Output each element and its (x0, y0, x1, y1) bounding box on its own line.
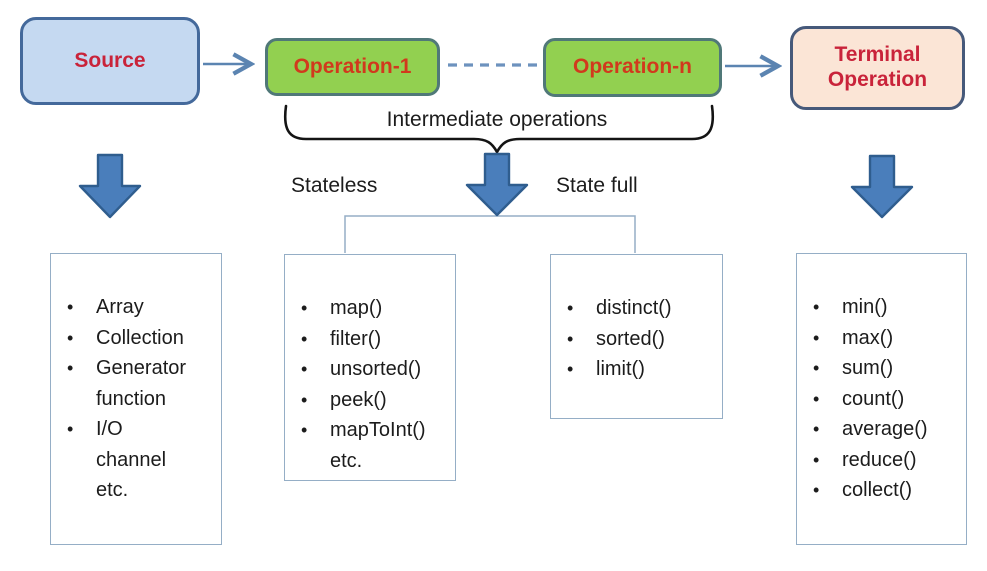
list-item: etc. (63, 475, 217, 506)
stateful-items-box: • distinct() • sorted() • limit() (550, 254, 723, 419)
terminal-operation-box: Terminal Operation (790, 26, 965, 110)
terminal-operation-box-label: Terminal Operation (827, 43, 928, 91)
list-item: • sum() (809, 353, 962, 384)
terminal-items-box: • min() • max() • sum() • count() • average() • red… (796, 253, 967, 545)
bullet-icon: • (301, 359, 308, 379)
operation-1-box: Operation-1 (265, 38, 440, 96)
list-item: • distinct() (563, 293, 718, 324)
bullet-icon: • (813, 358, 820, 378)
list-item: • filter() (297, 324, 451, 355)
list-item-label: map() (330, 297, 383, 319)
bullet-icon: • (567, 298, 574, 318)
list-item-label: reduce() (842, 448, 917, 471)
list-item-label: distinct() (596, 297, 672, 319)
list-item: function (63, 384, 217, 415)
list-item-label: Generator (96, 357, 187, 379)
bullet-icon (297, 446, 330, 477)
source-items-box: • Array • Collection • Generator function • I/O c… (50, 253, 222, 545)
stateful-label: State full (556, 174, 638, 197)
list-item-label: function (96, 387, 167, 410)
bullet-icon: • (301, 298, 308, 318)
list-item-label: I/O (96, 418, 123, 440)
bullet-icon: • (813, 419, 820, 439)
bullet-icon: • (813, 449, 820, 470)
list-item-label: min() (842, 296, 888, 318)
list-item-label: average() (842, 418, 928, 440)
bullet-icon: • (67, 327, 74, 348)
list-item: • sorted() (563, 324, 718, 355)
list-item-label: etc. (96, 479, 129, 501)
list-item-label: unsorted() (330, 358, 422, 380)
list-item: • reduce() (809, 445, 962, 476)
list-item: • collect() (809, 475, 962, 506)
operation-n-box-label: Operation-n (573, 55, 692, 79)
operation-1-box-label: Operation-1 (293, 54, 412, 78)
list-item-label: etc. (330, 449, 363, 472)
list-item: • peek() (297, 385, 451, 416)
bullet-icon: • (567, 359, 574, 379)
list-item: • count() (809, 384, 962, 415)
branch-connector-line (344, 215, 636, 253)
list-item-label: sorted() (596, 327, 665, 350)
list-item: • unsorted() (297, 354, 451, 385)
list-item: etc. (297, 446, 451, 477)
operation-n-box: Operation-n (543, 38, 722, 97)
source-box-label: Source (74, 48, 146, 72)
list-item-label: collect() (842, 479, 913, 501)
list-item: • max() (809, 323, 962, 354)
list-item-label: peek() (330, 388, 387, 411)
bullet-icon: • (813, 388, 820, 409)
list-item: • I/O (63, 414, 217, 445)
list-item: • map() (297, 293, 451, 324)
list-item-label: limit() (596, 358, 645, 380)
list-item: channel (63, 445, 217, 476)
stateless-label: Stateless (291, 174, 378, 197)
bullet-icon: • (813, 480, 820, 500)
list-item: • Array (63, 292, 217, 323)
stateless-items-box: • map() • filter() • unsorted() • peek() • mapToI… (284, 254, 456, 481)
list-item-label: mapToInt() (330, 419, 426, 441)
bullet-icon: • (67, 358, 74, 378)
source-box: Source (20, 17, 200, 105)
list-item-label: max() (842, 326, 894, 349)
list-item: • average() (809, 414, 962, 445)
down-arrow-icon (850, 154, 914, 219)
list-item: • Collection (63, 323, 217, 354)
intermediate-operations-label: Intermediate operations (386, 108, 608, 131)
bullet-icon (63, 445, 96, 476)
list-item-label: Array (96, 296, 144, 318)
list-item-label: sum() (842, 357, 894, 379)
list-item-label: channel (96, 448, 167, 471)
down-arrow-icon (465, 152, 529, 217)
bullet-icon: • (67, 297, 74, 317)
list-item: • min() (809, 292, 962, 323)
list-item-label: Collection (96, 326, 184, 349)
list-item-label: count() (842, 387, 905, 410)
bullet-icon (63, 384, 96, 415)
list-item-label: filter() (330, 327, 382, 350)
bullet-icon: • (813, 297, 820, 317)
bullet-icon: • (67, 419, 74, 439)
bullet-icon: • (813, 327, 820, 348)
bullet-icon: • (301, 420, 308, 440)
list-item: • mapToInt() (297, 415, 451, 446)
bullet-icon: • (301, 389, 308, 410)
down-arrow-icon (78, 153, 142, 219)
list-item: • limit() (563, 354, 718, 385)
bullet-icon: • (567, 328, 574, 349)
list-item: • Generator (63, 353, 217, 384)
bullet-icon (63, 475, 96, 506)
bullet-icon: • (301, 328, 308, 349)
